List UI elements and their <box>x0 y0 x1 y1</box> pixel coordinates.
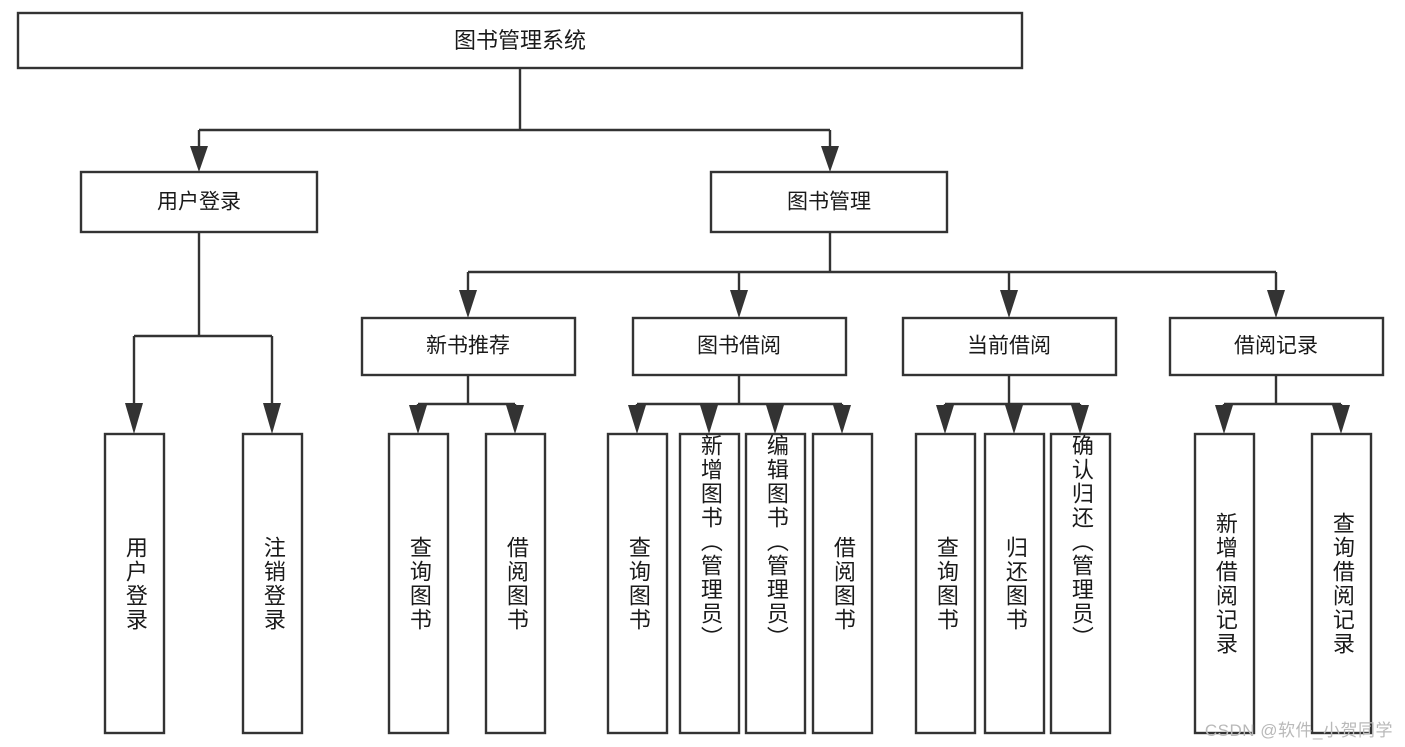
arrow-to-leaf-query-record <box>1332 405 1350 434</box>
node-leaf-user-login[interactable] <box>103 432 166 735</box>
node-user-login-label: 用户登录 <box>157 191 241 214</box>
node-new-book-rec[interactable] <box>360 316 577 377</box>
arrow-to-leaf-borrow-book-1 <box>506 405 524 434</box>
node-current-borrow[interactable] <box>901 316 1118 377</box>
connector-layer <box>125 68 1350 434</box>
arrow-to-leaf-user-login <box>125 403 143 434</box>
node-leaf-borrow-book-1[interactable] <box>484 432 547 735</box>
node-root-label: 图书管理系统 <box>454 28 586 53</box>
node-leaf-query-book-2[interactable] <box>606 432 669 735</box>
arrow-to-leaf-confirm-return <box>1071 405 1089 434</box>
arrow-to-leaf-query-book-1 <box>409 405 427 434</box>
arrow-to-book-mgmt <box>821 146 839 172</box>
node-book-borrow-label: 图书借阅 <box>697 335 781 358</box>
arrow-to-leaf-add-record <box>1215 405 1233 434</box>
arrow-to-leaf-query-book-2 <box>628 405 646 434</box>
node-new-book-rec-label: 新书推荐 <box>426 335 510 358</box>
node-leaf-query-record[interactable] <box>1310 432 1373 735</box>
arrow-to-leaf-logout <box>263 403 281 434</box>
node-book-mgmt[interactable] <box>709 170 949 234</box>
node-leaf-edit-book[interactable] <box>744 432 807 735</box>
node-layer: 图书管理系统 用户登录 图书管理 新书推荐 图书借阅 当前借阅 借阅记录 <box>16 11 1385 735</box>
arrow-to-leaf-query-book-3 <box>936 405 954 434</box>
arrow-to-current-borrow <box>1000 290 1018 318</box>
node-borrow-record-label: 借阅记录 <box>1234 335 1318 358</box>
node-user-login[interactable] <box>79 170 319 234</box>
node-root[interactable] <box>16 11 1024 70</box>
arrow-to-user-login <box>190 146 208 172</box>
node-book-mgmt-label: 图书管理 <box>787 191 871 214</box>
node-borrow-record[interactable] <box>1168 316 1385 377</box>
node-leaf-logout[interactable] <box>241 432 304 735</box>
node-leaf-add-book[interactable] <box>678 432 741 735</box>
node-leaf-confirm-return[interactable] <box>1049 432 1112 735</box>
arrow-to-leaf-borrow-book-2 <box>833 405 851 434</box>
csdn-watermark: CSDN @软件_小贺同学 <box>1204 721 1393 740</box>
node-leaf-query-book-3[interactable] <box>914 432 977 735</box>
arrow-to-leaf-return-book <box>1005 405 1023 434</box>
node-leaf-borrow-book-2[interactable] <box>811 432 874 735</box>
arrow-to-leaf-edit-book <box>766 405 784 434</box>
node-leaf-query-book-1[interactable] <box>387 432 450 735</box>
node-leaf-return-book[interactable] <box>983 432 1046 735</box>
arrow-to-borrow-record <box>1267 290 1285 318</box>
node-leaf-add-record[interactable] <box>1193 432 1256 735</box>
arrow-to-leaf-add-book <box>700 405 718 434</box>
arrow-to-new-book-rec <box>459 290 477 318</box>
node-current-borrow-label: 当前借阅 <box>967 335 1051 358</box>
node-book-borrow[interactable] <box>631 316 848 377</box>
arrow-to-book-borrow <box>730 290 748 318</box>
